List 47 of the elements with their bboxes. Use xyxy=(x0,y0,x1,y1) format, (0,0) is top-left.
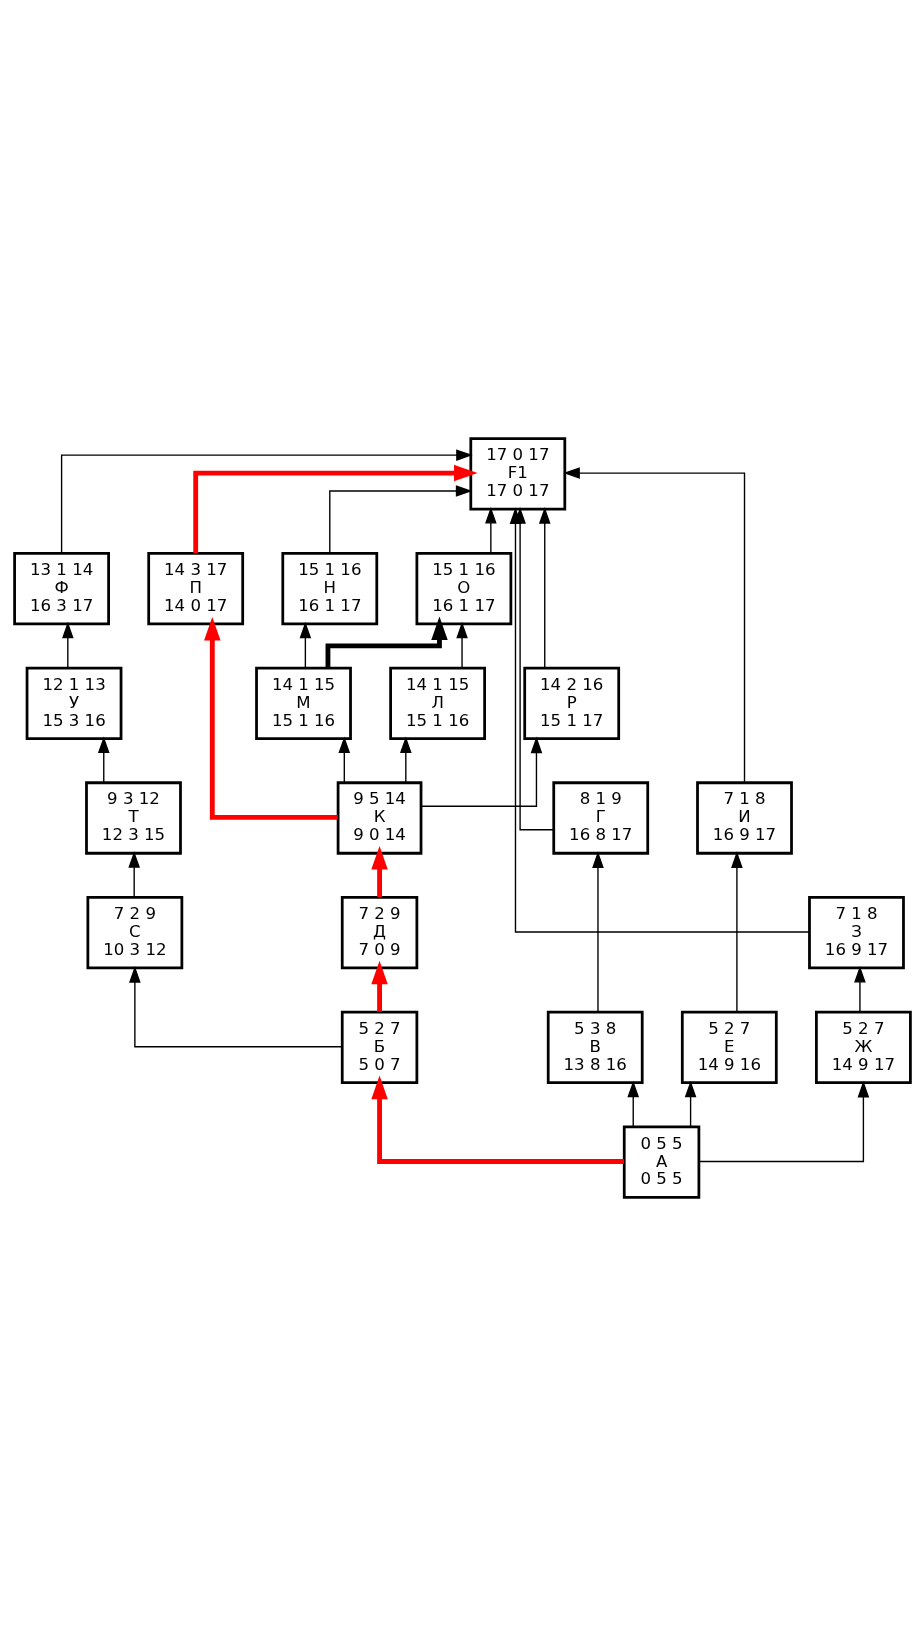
node-box: 13 1 14 Ф 16 3 17 xyxy=(12,551,110,625)
arrow xyxy=(128,965,343,1047)
arrow xyxy=(192,464,478,553)
arrow xyxy=(370,960,388,1012)
node-box: 7 2 9 С 10 3 12 xyxy=(86,895,183,969)
node-box: 9 5 14 К 9 0 14 xyxy=(336,780,422,855)
node-box: 15 1 16 Н 16 1 17 xyxy=(280,551,378,625)
node-box: 5 3 8 В 13 8 16 xyxy=(546,1010,644,1084)
arrow xyxy=(697,1080,869,1162)
arrow xyxy=(538,506,551,669)
arrow xyxy=(299,621,311,668)
node-box: 14 3 17 П 14 0 17 xyxy=(146,551,244,625)
arrow xyxy=(203,616,338,820)
arrow xyxy=(328,484,472,553)
arrow xyxy=(338,735,350,783)
node-box: 9 3 12 Т 12 3 15 xyxy=(84,780,182,855)
node-box: 8 1 9 Г 16 8 17 xyxy=(551,780,649,855)
node-box: 14 2 16 Р 15 1 17 xyxy=(522,666,620,740)
arrow xyxy=(684,1080,696,1127)
node-box: 12 1 13 У 15 3 16 xyxy=(25,666,122,740)
arrow xyxy=(730,850,743,1013)
arrow xyxy=(399,735,412,783)
arrow xyxy=(370,845,388,897)
arrow xyxy=(325,616,448,668)
node-box: 14 1 15 Л 15 1 16 xyxy=(388,666,486,740)
arrow xyxy=(484,506,497,554)
arrow xyxy=(420,736,542,807)
node-box: 15 1 16 О 16 1 17 xyxy=(415,551,512,625)
node-box: 0 5 5 А 0 5 5 xyxy=(622,1125,700,1199)
node-box: 5 2 7 Б 5 0 7 xyxy=(340,1010,418,1084)
arrow xyxy=(61,621,74,668)
arrow xyxy=(370,1075,624,1164)
arrow xyxy=(853,965,866,1012)
arrow xyxy=(562,466,745,783)
node-box: 7 1 8 З 16 9 17 xyxy=(807,895,905,969)
arrow xyxy=(591,850,604,1013)
node-box: 14 1 15 М 15 1 16 xyxy=(254,666,352,740)
arrow xyxy=(455,621,468,668)
node-box: 5 2 7 Е 14 9 16 xyxy=(680,1010,778,1084)
arrow xyxy=(97,735,110,783)
arrow xyxy=(626,1080,639,1127)
node-box: 7 2 9 Д 7 0 9 xyxy=(340,895,418,969)
arrow xyxy=(127,850,140,898)
node-box: 7 1 8 И 16 9 17 xyxy=(695,780,793,855)
node-box: 5 2 7 Ж 14 9 17 xyxy=(814,1010,912,1084)
node-box: 17 0 17 F1 17 0 17 xyxy=(468,436,566,510)
arrow xyxy=(60,448,473,554)
